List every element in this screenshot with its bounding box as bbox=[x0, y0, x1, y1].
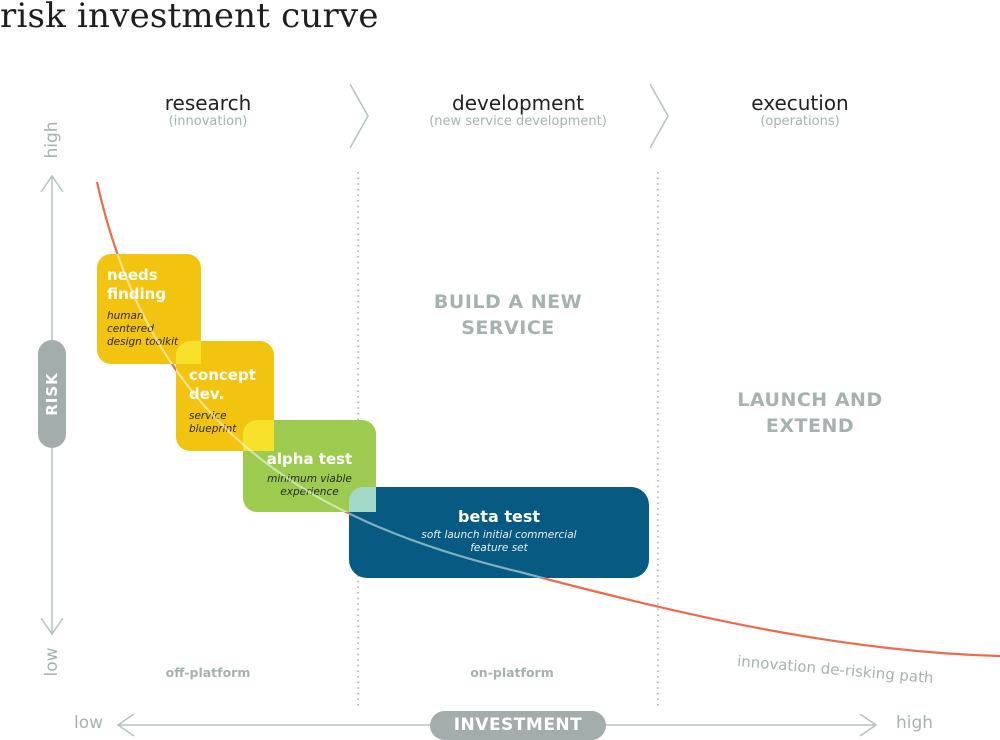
risk-low-label: low bbox=[42, 647, 62, 677]
overlap-highlight bbox=[349, 487, 376, 512]
phase-subtitle: (innovation) bbox=[168, 114, 248, 129]
arrow-up-icon bbox=[40, 174, 64, 193]
phase-subtitle: (new service development) bbox=[429, 114, 607, 129]
investment-high-label: high bbox=[896, 713, 934, 733]
off-platform-label: off-platform bbox=[165, 665, 251, 680]
page-title: risk investment curve bbox=[0, 0, 379, 36]
investment-axis-pill: INVESTMENT bbox=[430, 711, 606, 740]
stage-description: soft launch initial commercial feature s… bbox=[421, 529, 577, 554]
phase-development: development (new service development) bbox=[398, 92, 638, 130]
investment-low-label: low bbox=[74, 713, 104, 733]
phase-name: execution bbox=[751, 91, 849, 115]
phase-name: development bbox=[452, 91, 584, 115]
chevron-right-icon bbox=[349, 83, 369, 149]
on-platform-label: on-platform bbox=[470, 665, 554, 680]
phase-research: research (innovation) bbox=[88, 92, 328, 130]
stage-title: alpha test bbox=[266, 450, 353, 468]
phase-subtitle: (operations) bbox=[760, 114, 840, 129]
risk-axis-pill: RISK bbox=[38, 340, 66, 448]
phase-name: research bbox=[164, 91, 252, 115]
stage-title: needs finding bbox=[107, 266, 167, 303]
phase-execution: execution (operations) bbox=[680, 92, 920, 130]
arrow-right-icon bbox=[859, 713, 878, 737]
stage-beta-test: beta test soft launch initial commercial… bbox=[349, 487, 649, 578]
stage-title: concept dev. bbox=[189, 366, 256, 403]
stage-description: human centered design toolkit bbox=[107, 310, 179, 348]
overlap-highlight bbox=[176, 341, 201, 364]
stage-title: beta test bbox=[458, 507, 540, 526]
risk-axis-label: RISK bbox=[43, 372, 61, 416]
arrow-down-icon bbox=[40, 617, 64, 636]
zone-build-new-service: BUILD A NEW SERVICE bbox=[433, 291, 583, 339]
risk-high-label: high bbox=[42, 121, 62, 159]
investment-axis-label: INVESTMENT bbox=[453, 715, 583, 735]
chevron-right-icon bbox=[649, 83, 669, 149]
overlap-highlight bbox=[243, 420, 274, 451]
zone-launch-and-extend: LAUNCH AND EXTEND bbox=[737, 389, 883, 437]
arrow-left-icon bbox=[116, 713, 135, 737]
